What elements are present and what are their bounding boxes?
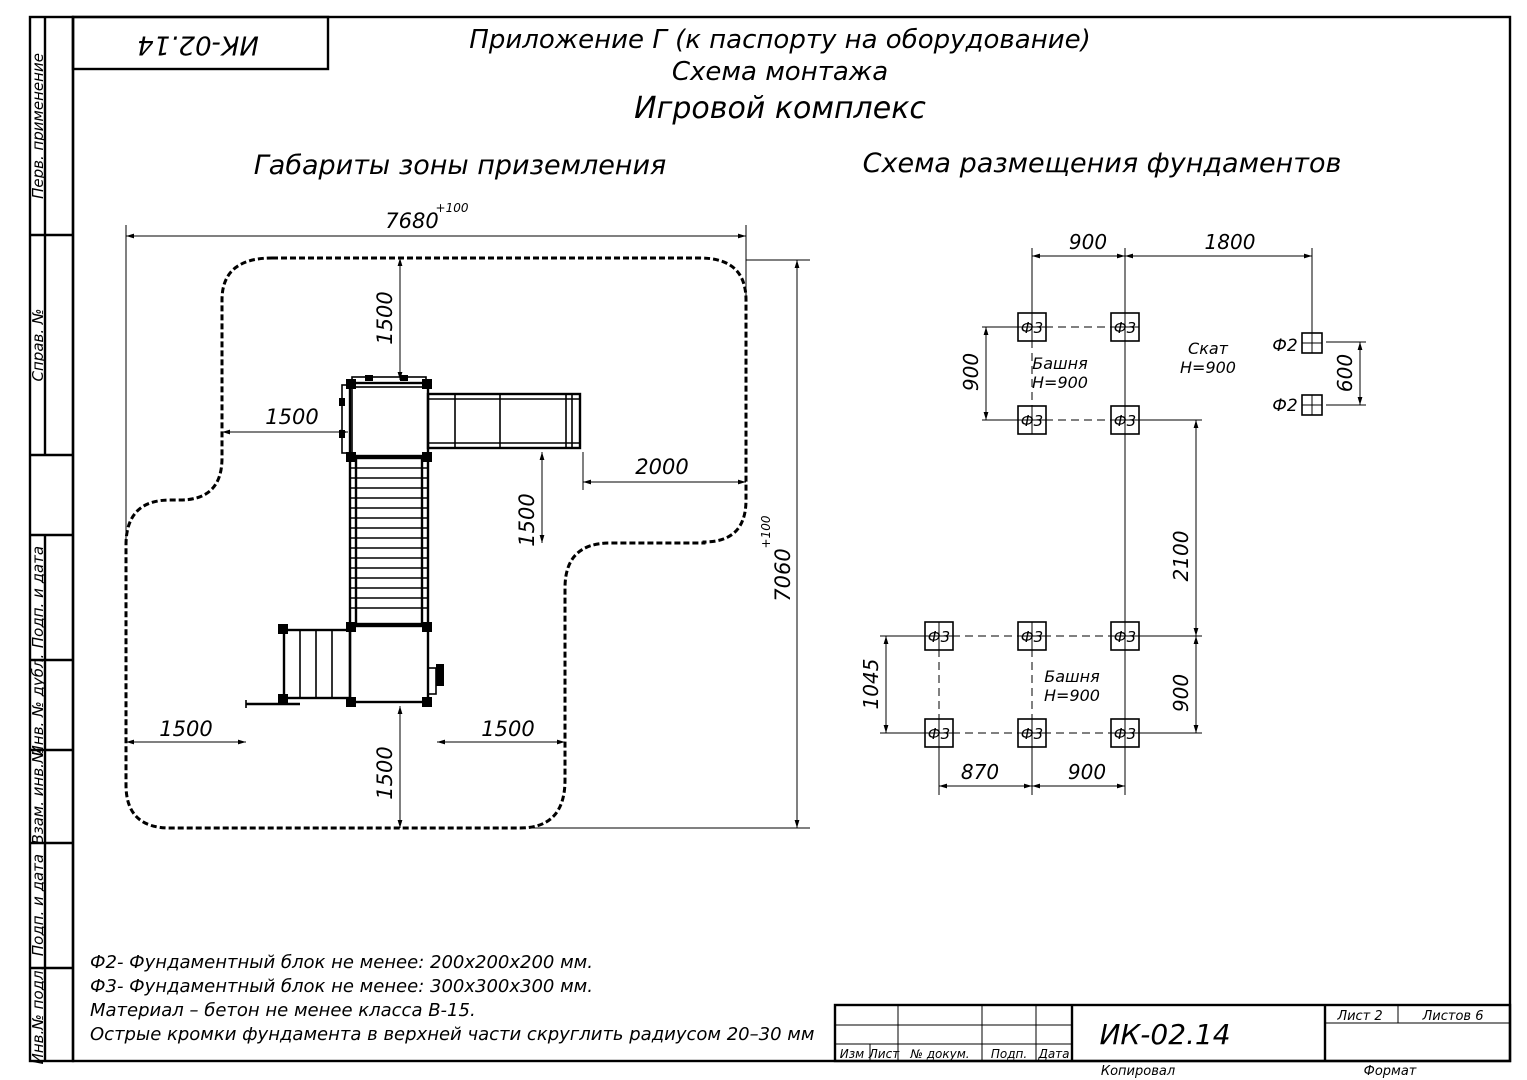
- f2-label: Ф2: [1272, 396, 1297, 416]
- sheet-count: Листов 6: [1422, 1009, 1484, 1024]
- f3-label: Ф3: [1021, 319, 1043, 337]
- f3-label: Ф3: [1114, 628, 1136, 646]
- dim-text: 1500: [373, 746, 397, 799]
- f3-foundation: Ф3: [1110, 405, 1140, 435]
- side-stamp: Подп. и дата: [29, 546, 47, 648]
- f3-foundation: Ф3: [1017, 621, 1047, 651]
- titles: Приложение Г (к паспорту на оборудование…: [254, 25, 1342, 181]
- doc-code-inverted: ИК-02.14: [137, 30, 259, 60]
- side-stamp: Взам. инв.№: [29, 747, 47, 844]
- play-structure-plan: [245, 375, 582, 708]
- f3-foundation: Ф3: [1017, 405, 1047, 435]
- sheet-frame: [28, 15, 1512, 1063]
- sheet-number: Лист 2: [1336, 1009, 1382, 1024]
- f2-label: Ф2: [1272, 336, 1297, 356]
- foundation-scheme: Ф3 Ф3 Ф3 Ф3 Ф3 Ф3 Ф3 Ф3: [859, 230, 1366, 795]
- side-stamps: Перв. применение Справ. № Подп. и дата И…: [29, 53, 47, 1064]
- dim-text: 1500: [159, 717, 212, 741]
- f3-foundation: Ф3: [1017, 312, 1047, 342]
- notes: Ф2- Фундаментный блок не менее: 200х200х…: [90, 952, 814, 1045]
- foundation-title: Схема размещения фундаментов: [863, 148, 1342, 179]
- f3-label: Ф3: [928, 725, 950, 743]
- col-izm: Изм: [840, 1047, 864, 1061]
- scheme-title: Схема монтажа: [672, 57, 888, 87]
- side-stamp: Справ. №: [29, 309, 47, 382]
- dim-text: 2000: [635, 455, 688, 479]
- f2-foundation: Ф2: [1272, 332, 1323, 356]
- dim-text: 1500: [515, 493, 539, 546]
- f3-foundation: Ф3: [924, 718, 954, 748]
- dim-tolerance: +100: [759, 515, 773, 548]
- f3-foundation: Ф3: [1110, 312, 1140, 342]
- dim-text: 7680: [385, 209, 438, 233]
- tower-height-label: Н=900: [1032, 373, 1088, 392]
- dim-text: 900: [1068, 760, 1106, 784]
- f3-foundation: Ф3: [1110, 621, 1140, 651]
- f3-label: Ф3: [1021, 725, 1043, 743]
- dim-text: 1045: [859, 659, 883, 710]
- dim-text: 1500: [481, 717, 534, 741]
- tower-height-label: Н=900: [1044, 686, 1100, 705]
- note-line: Ф2- Фундаментный блок не менее: 200х200х…: [90, 952, 593, 973]
- f3-foundation: Ф3: [1017, 718, 1047, 748]
- landing-zone-outline: [124, 256, 748, 830]
- format-label: Формат: [1364, 1064, 1417, 1079]
- f2-foundation: Ф2: [1272, 394, 1323, 416]
- bridge-slats: [350, 467, 428, 609]
- col-date: Дата: [1037, 1047, 1069, 1061]
- col-sign: Подп.: [991, 1047, 1027, 1061]
- tower-label: Башня: [1032, 354, 1088, 373]
- dim-text: 1500: [265, 405, 318, 429]
- side-stamp: Инв.№ подл.: [29, 966, 47, 1065]
- dim-text: 2100: [1169, 531, 1193, 582]
- side-stamp: Перв. применение: [29, 53, 47, 199]
- dim-text: 900: [959, 353, 983, 391]
- f3-label: Ф3: [928, 628, 950, 646]
- col-doc-no: № докум.: [909, 1047, 969, 1061]
- zone-title: Габариты зоны приземления: [254, 150, 667, 181]
- dim-text: 600: [1333, 354, 1357, 392]
- landing-zone-drawing: 7680 +100 7060 +100 1500 1500 2000 1500 …: [124, 201, 810, 830]
- dim-text: 7060: [771, 548, 795, 601]
- title-block-code: ИК-02.14: [1099, 1018, 1230, 1051]
- f3-foundation: Ф3: [1110, 718, 1140, 748]
- appendix-title: Приложение Г (к паспорту на оборудование…: [469, 25, 1090, 55]
- f3-label: Ф3: [1114, 319, 1136, 337]
- slide-height-label: Н=900: [1180, 358, 1236, 377]
- title-block: ИК-02.14 Лист 2 Листов 6 Изм Лист № доку…: [833, 1003, 1512, 1079]
- side-stamp: Подп. и дата: [29, 854, 47, 956]
- note-line: Материал – бетон не менее класса В-15.: [90, 1000, 476, 1021]
- tower-label: Башня: [1044, 667, 1100, 686]
- dim-tolerance: +100: [436, 201, 469, 215]
- note-line: Острые кромки фундамента в верхней части…: [90, 1024, 814, 1045]
- f3-label: Ф3: [1114, 725, 1136, 743]
- dim-text: 900: [1169, 674, 1193, 712]
- product-title: Игровой комплекс: [634, 91, 926, 126]
- f3-label: Ф3: [1021, 628, 1043, 646]
- slide-label: Скат: [1188, 339, 1229, 358]
- side-stamp: Инв. № дубл.: [29, 654, 47, 757]
- f3-label: Ф3: [1114, 412, 1136, 430]
- dim-text: 900: [1069, 230, 1107, 254]
- note-line: Ф3- Фундаментный блок не менее: 300х300х…: [90, 976, 593, 997]
- dim-text: 870: [961, 760, 999, 784]
- col-list: Лист: [868, 1047, 900, 1061]
- dim-text: 1800: [1205, 230, 1256, 254]
- f3-foundation: Ф3: [924, 621, 954, 651]
- code-box-top: ИК-02.14: [71, 15, 330, 71]
- dim-text: 1500: [373, 291, 397, 344]
- copied-label: Копировал: [1101, 1064, 1175, 1079]
- f3-label: Ф3: [1021, 412, 1043, 430]
